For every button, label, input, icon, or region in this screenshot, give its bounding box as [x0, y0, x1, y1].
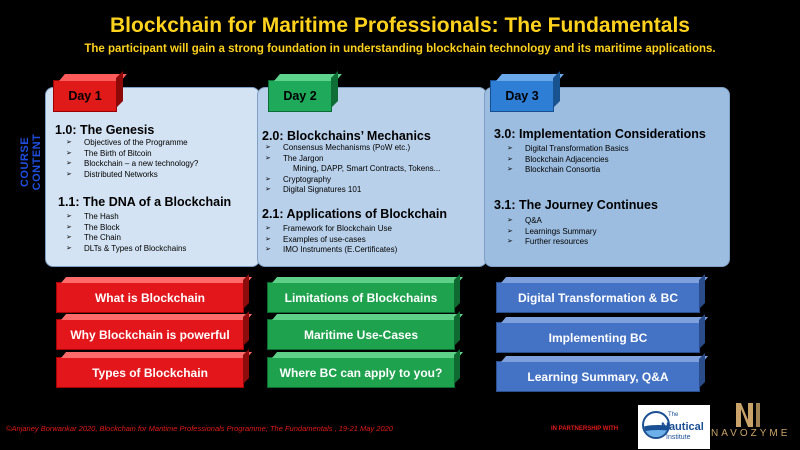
section-items: ➢Consensus Mechanisms (PoW etc.) ➢The Ja… — [265, 143, 440, 196]
day3-tab: Day 3 — [490, 71, 564, 112]
list-item: ➢Examples of use-cases — [265, 234, 366, 244]
list-item: ➢Blockchain Consortia — [507, 165, 601, 175]
section-title: 2.1: Applications of Blockchain — [262, 207, 447, 221]
list-item: ➢Digital Signatures 101 — [265, 185, 362, 195]
section-items: ➢Objectives of the Programme ➢The Birth … — [66, 138, 198, 180]
nautical-institute-logo: The Nautical Institute — [638, 405, 710, 449]
section-items: ➢Framework for Blockchain Use ➢Examples … — [265, 224, 397, 256]
section-items: ➢Q&A ➢Learnings Summary ➢Further resourc… — [507, 216, 597, 248]
day3-panel: 3.0: Implementation Considerations ➢Digi… — [484, 87, 730, 267]
list-item: ➢Further resources — [507, 237, 589, 247]
section-title: 3.0: Implementation Considerations — [494, 127, 706, 141]
section-title: 1.0: The Genesis — [55, 123, 155, 137]
list-item: ➢Objectives of the Programme — [66, 138, 188, 147]
list-item: ➢Blockchain Adjacencies — [507, 154, 609, 164]
partnership-label: IN PARTNERSHIP WITH — [551, 426, 619, 432]
list-item: ➢Q&A — [507, 216, 542, 225]
page-title: Blockchain for Maritime Professionals: T… — [110, 14, 690, 37]
topic-learning-summary[interactable]: Learning Summary, Q&A — [496, 353, 709, 392]
list-item: ➢The Hash — [66, 212, 119, 221]
section-title: 3.1: The Journey Continues — [494, 198, 658, 212]
list-item: Mining, DAPP, Smart Contracts, Tokens... — [293, 164, 441, 174]
navozyme-logo-icon — [736, 403, 760, 427]
day1-tab: Day 1 — [53, 71, 127, 112]
topic-what-is-blockchain[interactable]: What is Blockchain — [56, 274, 253, 313]
topic-limitations[interactable]: Limitations of Blockchains — [267, 274, 464, 313]
globe-icon — [642, 411, 670, 439]
section-title: 2.0: Blockchains’ Mechanics — [262, 129, 431, 143]
topic-types-of-blockchain[interactable]: Types of Blockchain — [56, 349, 253, 388]
list-item: ➢Distributed Networks — [66, 169, 158, 179]
list-item: ➢The Birth of Bitcoin — [66, 148, 152, 158]
list-item: ➢DLTs & Types of Blockchains — [66, 243, 187, 253]
topic-digital-transformation[interactable]: Digital Transformation & BC — [496, 274, 709, 313]
day2-tab: Day 2 — [268, 71, 342, 112]
section-items: ➢The Hash ➢The Block ➢The Chain ➢DLTs & … — [66, 212, 186, 254]
topic-maritime-use-cases[interactable]: Maritime Use-Cases — [267, 311, 464, 350]
day2-panel: 2.0: Blockchains’ Mechanics ➢Consensus M… — [257, 87, 487, 267]
list-item: ➢Blockchain – a new technology? — [66, 159, 199, 169]
list-item: ➢The Chain — [66, 233, 121, 243]
page-subtitle: The participant will gain a strong found… — [84, 43, 716, 55]
section-items: ➢Digital Transformation Basics ➢Blockcha… — [507, 144, 629, 176]
list-item: ➢Learnings Summary — [507, 226, 597, 236]
topic-implementing-bc[interactable]: Implementing BC — [496, 314, 709, 353]
list-item: ➢The Jargon — [265, 153, 324, 163]
day1-panel: 1.0: The Genesis ➢Objectives of the Prog… — [45, 87, 260, 267]
topic-where-bc-applies[interactable]: Where BC can apply to you? — [267, 349, 464, 388]
copyright-text: ©Anjaney Borwankar 2020, Blockchain for … — [6, 424, 393, 433]
list-item: ➢IMO Instruments (E.Certificates) — [265, 245, 398, 255]
course-content-label: COURSE CONTENT — [19, 133, 43, 191]
topic-why-blockchain-powerful[interactable]: Why Blockchain is powerful — [56, 311, 253, 350]
list-item: ➢The Block — [66, 222, 120, 232]
navozyme-wordmark: NAVOZYME — [711, 428, 791, 439]
list-item: ➢Digital Transformation Basics — [507, 144, 629, 153]
list-item: ➢Framework for Blockchain Use — [265, 224, 392, 233]
list-item: ➢Consensus Mechanisms (PoW etc.) — [265, 143, 411, 152]
section-title: 1.1: The DNA of a Blockchain — [58, 195, 232, 209]
list-item: ➢Cryptography — [265, 174, 332, 184]
